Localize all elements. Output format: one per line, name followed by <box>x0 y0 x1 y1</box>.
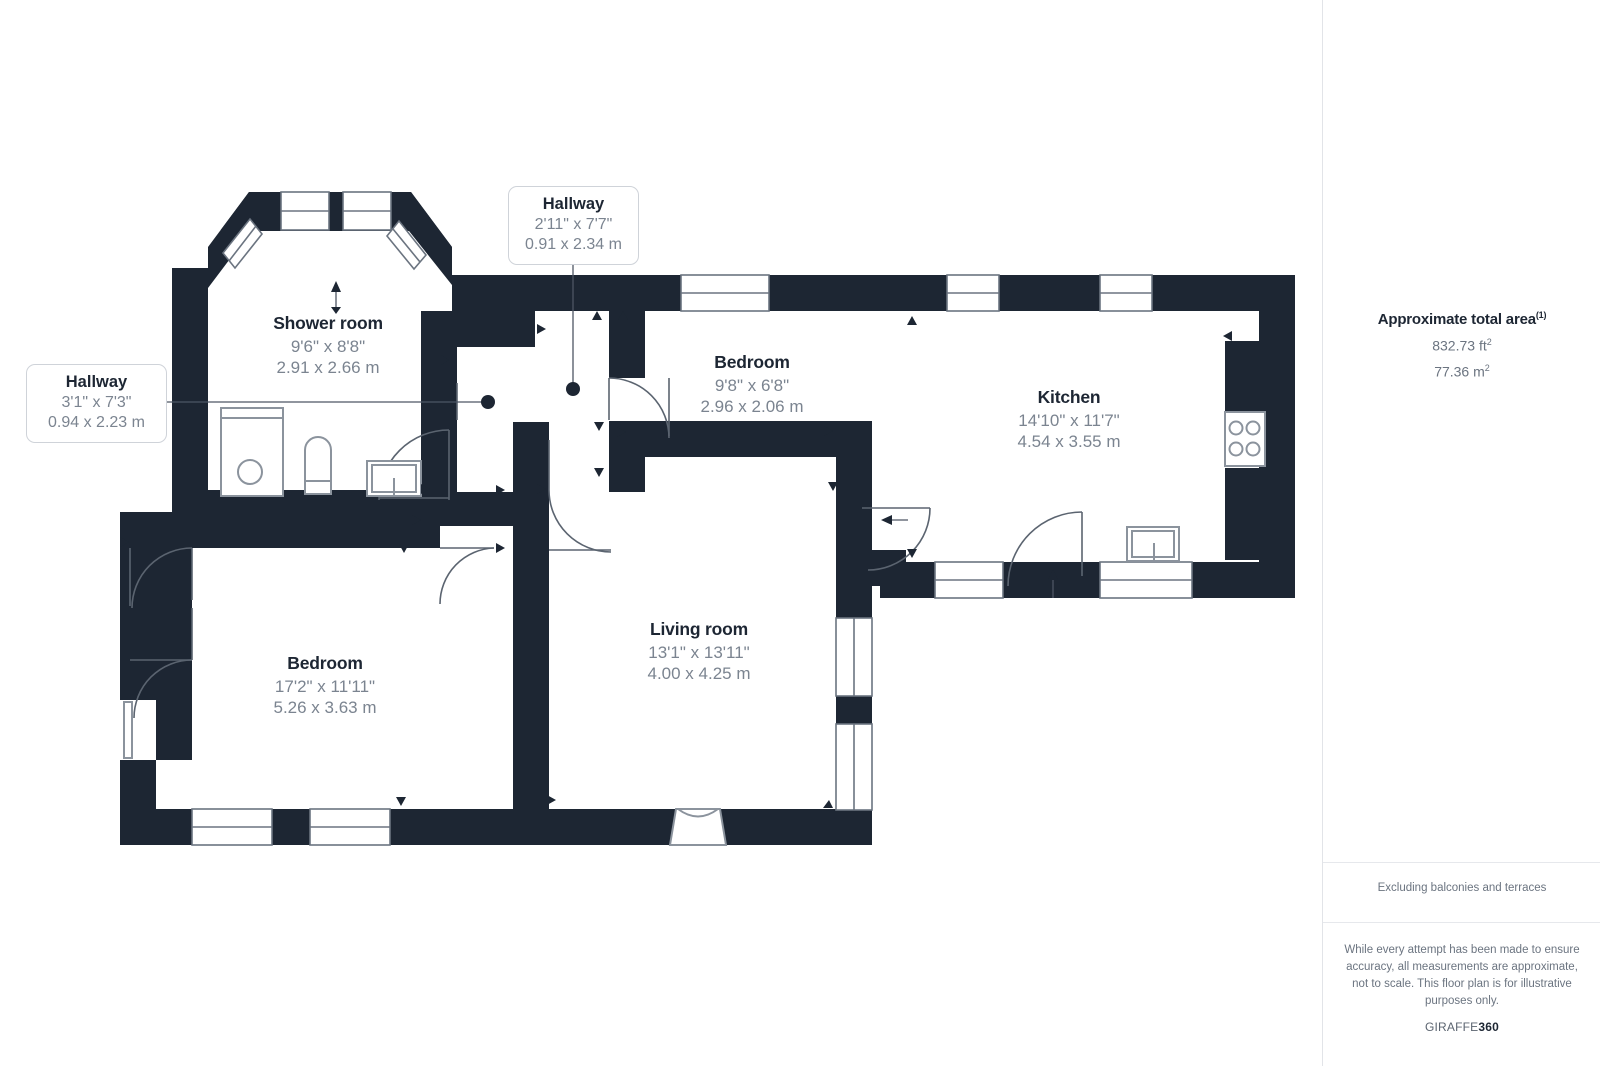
room-callout-hallway-left: Hallway 3'1" x 7'3" 0.94 x 2.23 m <box>26 364 167 443</box>
room-dim-metric: 0.91 x 2.34 m <box>525 236 622 253</box>
total-area-sqm-value: 77.36 m <box>1434 363 1485 380</box>
room-label-kitchen: Kitchen 14'10" x 11'7" 4.54 x 3.55 m <box>1017 387 1120 452</box>
hob-icon <box>1224 411 1266 467</box>
shower-drain-icon <box>237 459 263 485</box>
total-area-title: Approximate total area(1) <box>1323 310 1600 328</box>
fixtures <box>220 407 1266 562</box>
panel-divider-bottom <box>1323 922 1600 923</box>
info-panel: Approximate total area(1) 832.73 ft2 77.… <box>1322 0 1600 1066</box>
room-label-bedroom-small: Bedroom 9'8" x 6'8" 2.96 x 2.06 m <box>700 352 803 417</box>
room-dim-metric: 2.96 x 2.06 m <box>700 397 804 416</box>
provider-logo-prefix: GIRAFFE <box>1424 1020 1479 1034</box>
leader-dot <box>566 382 580 396</box>
callout-leaders <box>166 258 580 409</box>
total-area-block: Approximate total area(1) 832.73 ft2 77.… <box>1323 310 1600 379</box>
room-dim-imperial: 9'8" x 6'8" <box>714 376 790 395</box>
room-label-bedroom-large: Bedroom 17'2" x 11'11" 5.26 x 3.63 m <box>273 653 376 718</box>
room-callout-hallway-top: Hallway 2'11" x 7'7" 0.91 x 2.34 m <box>508 186 639 265</box>
total-area-title-text: Approximate total area <box>1377 311 1536 328</box>
room-name: Shower room <box>273 313 383 333</box>
provider-logo-suffix: 360 <box>1478 1020 1500 1034</box>
total-area-sqm: 77.36 m2 <box>1323 363 1600 380</box>
room-dim-metric: 0.94 x 2.23 m <box>48 414 145 431</box>
total-area-footnote-marker: (1) <box>1535 310 1547 320</box>
leader-dot <box>481 395 495 409</box>
total-area-sqft: 832.73 ft2 <box>1323 337 1600 354</box>
exclusion-note: Excluding balconies and terraces <box>1377 882 1547 894</box>
room-dim-imperial: 9'6" x 8'8" <box>290 337 366 356</box>
room-label-living-room: Living room 13'1" x 13'11" 4.00 x 4.25 m <box>647 619 750 684</box>
room-label-shower-room: Shower room 9'6" x 8'8" 2.91 x 2.66 m <box>273 313 383 378</box>
toilet-icon <box>304 436 332 483</box>
room-dim-imperial: 3'1" x 7'3" <box>61 394 132 411</box>
room-dim-metric: 4.54 x 3.55 m <box>1017 432 1121 451</box>
total-area-sqft-exponent: 2 <box>1486 337 1492 347</box>
room-name: Kitchen <box>1037 387 1101 407</box>
total-area-sqft-value: 832.73 ft <box>1432 337 1487 354</box>
floor-plan-canvas: .w { fill:#1d2633; } .fl { fill:#ffffff;… <box>26 186 1295 846</box>
room-dim-metric: 2.91 x 2.66 m <box>276 358 380 377</box>
room-dim-imperial: 13'1" x 13'11" <box>648 643 750 662</box>
room-dim-metric: 5.26 x 3.63 m <box>273 698 377 717</box>
room-dim-metric: 4.00 x 4.25 m <box>647 664 751 683</box>
total-area-sqm-exponent: 2 <box>1484 362 1490 373</box>
panel-divider-top <box>1323 862 1600 863</box>
room-dim-imperial: 17'2" x 11'11" <box>274 677 376 696</box>
room-dim-imperial: 2'11" x 7'7" <box>534 216 613 233</box>
room-name: Bedroom <box>714 352 790 372</box>
room-dim-imperial: 14'10" x 11'7" <box>1018 411 1120 430</box>
direction-markers <box>120 281 1232 808</box>
windows <box>120 191 1193 846</box>
provider-logo: GIRAFFE360 <box>1323 1020 1600 1034</box>
room-name: Living room <box>650 619 748 639</box>
room-name: Bedroom <box>287 653 363 673</box>
disclaimer-text: While every attempt has been made to ens… <box>1344 944 1580 1007</box>
shower-cubicle-icon <box>220 407 284 497</box>
room-name: Hallway <box>542 195 605 213</box>
room-name: Hallway <box>65 373 128 391</box>
room-floors <box>156 230 1259 809</box>
floor-plan-drawing: .w { fill:#1d2633; } .fl { fill:#ffffff;… <box>120 191 1295 846</box>
